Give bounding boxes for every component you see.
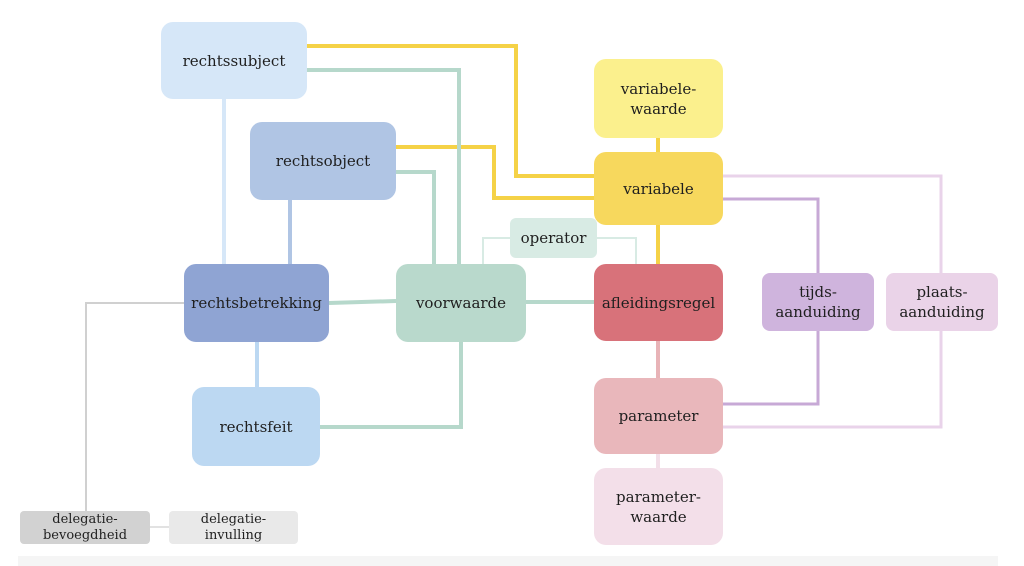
connector-parameter-plaatsaanduiding xyxy=(723,331,943,429)
node-delegatie-invulling: delegatie- invulling xyxy=(169,511,298,544)
node-tijdsaanduiding: tijds- aanduiding xyxy=(762,273,874,331)
node-parameter: parameter xyxy=(594,378,723,454)
node-afleidingsregel: afleidingsregel xyxy=(594,264,723,341)
node-parameter-waarde: parameter- waarde xyxy=(594,468,723,545)
connector-rechtsbetrekking-delegatie xyxy=(85,302,184,511)
connector-rechtsbetrekking-voorwaarde xyxy=(328,299,397,305)
connector-rechtssubject-voorwaarde xyxy=(307,68,461,264)
node-variabele-waarde: variabele- waarde xyxy=(594,59,723,138)
node-rechtsobject: rechtsobject xyxy=(250,122,396,200)
node-variabele: variabele xyxy=(594,152,723,225)
node-plaatsaanduiding: plaats- aanduiding xyxy=(886,273,998,331)
node-rechtssubject: rechtssubject xyxy=(161,22,307,99)
node-rechtsfeit: rechtsfeit xyxy=(192,387,320,466)
connector-rechtsobject-variabele xyxy=(396,145,594,200)
connector-voorwaarde-rechtsfeit xyxy=(320,342,463,429)
node-delegatie-bevoegdheid: delegatie- bevoegdheid xyxy=(20,511,150,544)
connector-rechtssubject-variabele xyxy=(307,44,594,178)
bottom-strip xyxy=(18,556,998,566)
connector-variabele-plaatsaanduiding xyxy=(723,174,943,273)
node-rechtsbetrekking: rechtsbetrekking xyxy=(184,264,329,342)
node-operator: operator xyxy=(510,218,597,258)
connector-variabele-tijdsaanduiding xyxy=(723,197,820,273)
connector-rechtsobject-voorwaarde xyxy=(396,170,436,264)
node-voorwaarde: voorwaarde xyxy=(396,264,526,342)
connector-parameter-tijdsaanduiding xyxy=(723,331,820,406)
